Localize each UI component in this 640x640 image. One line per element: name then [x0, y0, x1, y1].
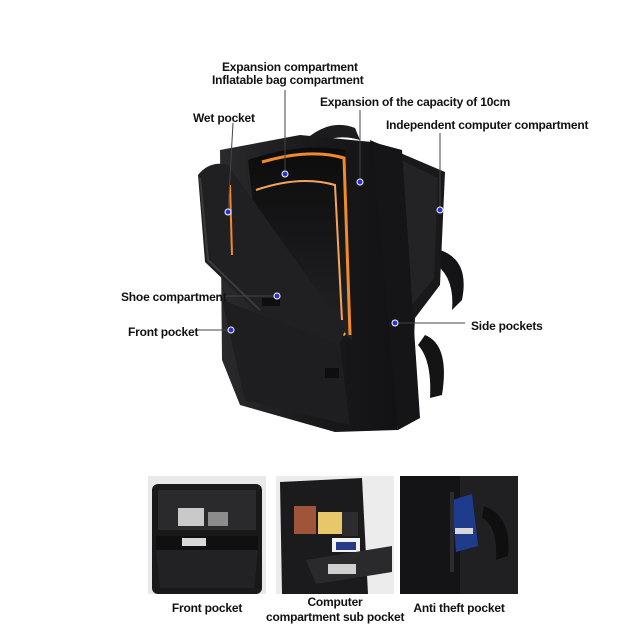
side-panel-right — [372, 142, 420, 430]
callout-dot-capacity — [356, 178, 364, 186]
callout-dot-front — [227, 326, 235, 334]
thumbnail-front-pocket — [148, 476, 266, 594]
anti-theft-pocket-photo — [400, 476, 518, 594]
label-side-pockets: Side pockets — [471, 319, 543, 333]
label-expansion-compartment: Expansion compartment — [222, 60, 358, 74]
callout-dot-expansion — [281, 170, 289, 178]
zipper-trim-2 — [255, 180, 343, 321]
caption-anti-theft-pocket: Anti theft pocket — [413, 601, 505, 615]
buckle-bottom — [325, 368, 339, 378]
buckle-left — [262, 298, 280, 306]
thumbnail-computer-sub-pocket — [276, 476, 394, 594]
callout-dot-computer — [436, 206, 444, 214]
zipper-trim-1 — [261, 152, 352, 336]
caption-front-pocket: Front pocket — [171, 601, 243, 615]
caption-computer-line1: Computer — [307, 595, 363, 609]
strap-bottom-right — [418, 335, 444, 398]
caption-computer-line2: compartment sub pocket — [266, 610, 405, 624]
label-inflatable-bag-compartment: Inflatable bag compartment — [212, 73, 364, 87]
front-pocket-photo — [148, 476, 266, 594]
callout-dot-shoe — [273, 292, 281, 300]
label-shoe-compartment: Shoe compartment — [121, 290, 227, 304]
front-pocket-panel — [222, 300, 350, 425]
thumbnail-anti-theft-pocket — [400, 476, 518, 594]
callout-dot-side — [391, 319, 399, 327]
label-front-pocket: Front pocket — [128, 325, 199, 339]
front-flap-zipper — [229, 184, 233, 256]
front-flap-edge — [199, 177, 261, 311]
callout-dot-wet-pocket — [224, 208, 232, 216]
label-expansion-capacity: Expansion of the capacity of 10cm — [320, 95, 511, 109]
front-flap — [198, 163, 345, 350]
computer-sub-pocket-photo — [276, 476, 394, 594]
main-compartment-opening — [248, 147, 352, 340]
main-backpack-image — [196, 90, 465, 432]
label-independent-computer-compartment: Independent computer compartment — [386, 118, 589, 132]
label-wet-pocket: Wet pocket — [193, 111, 255, 125]
